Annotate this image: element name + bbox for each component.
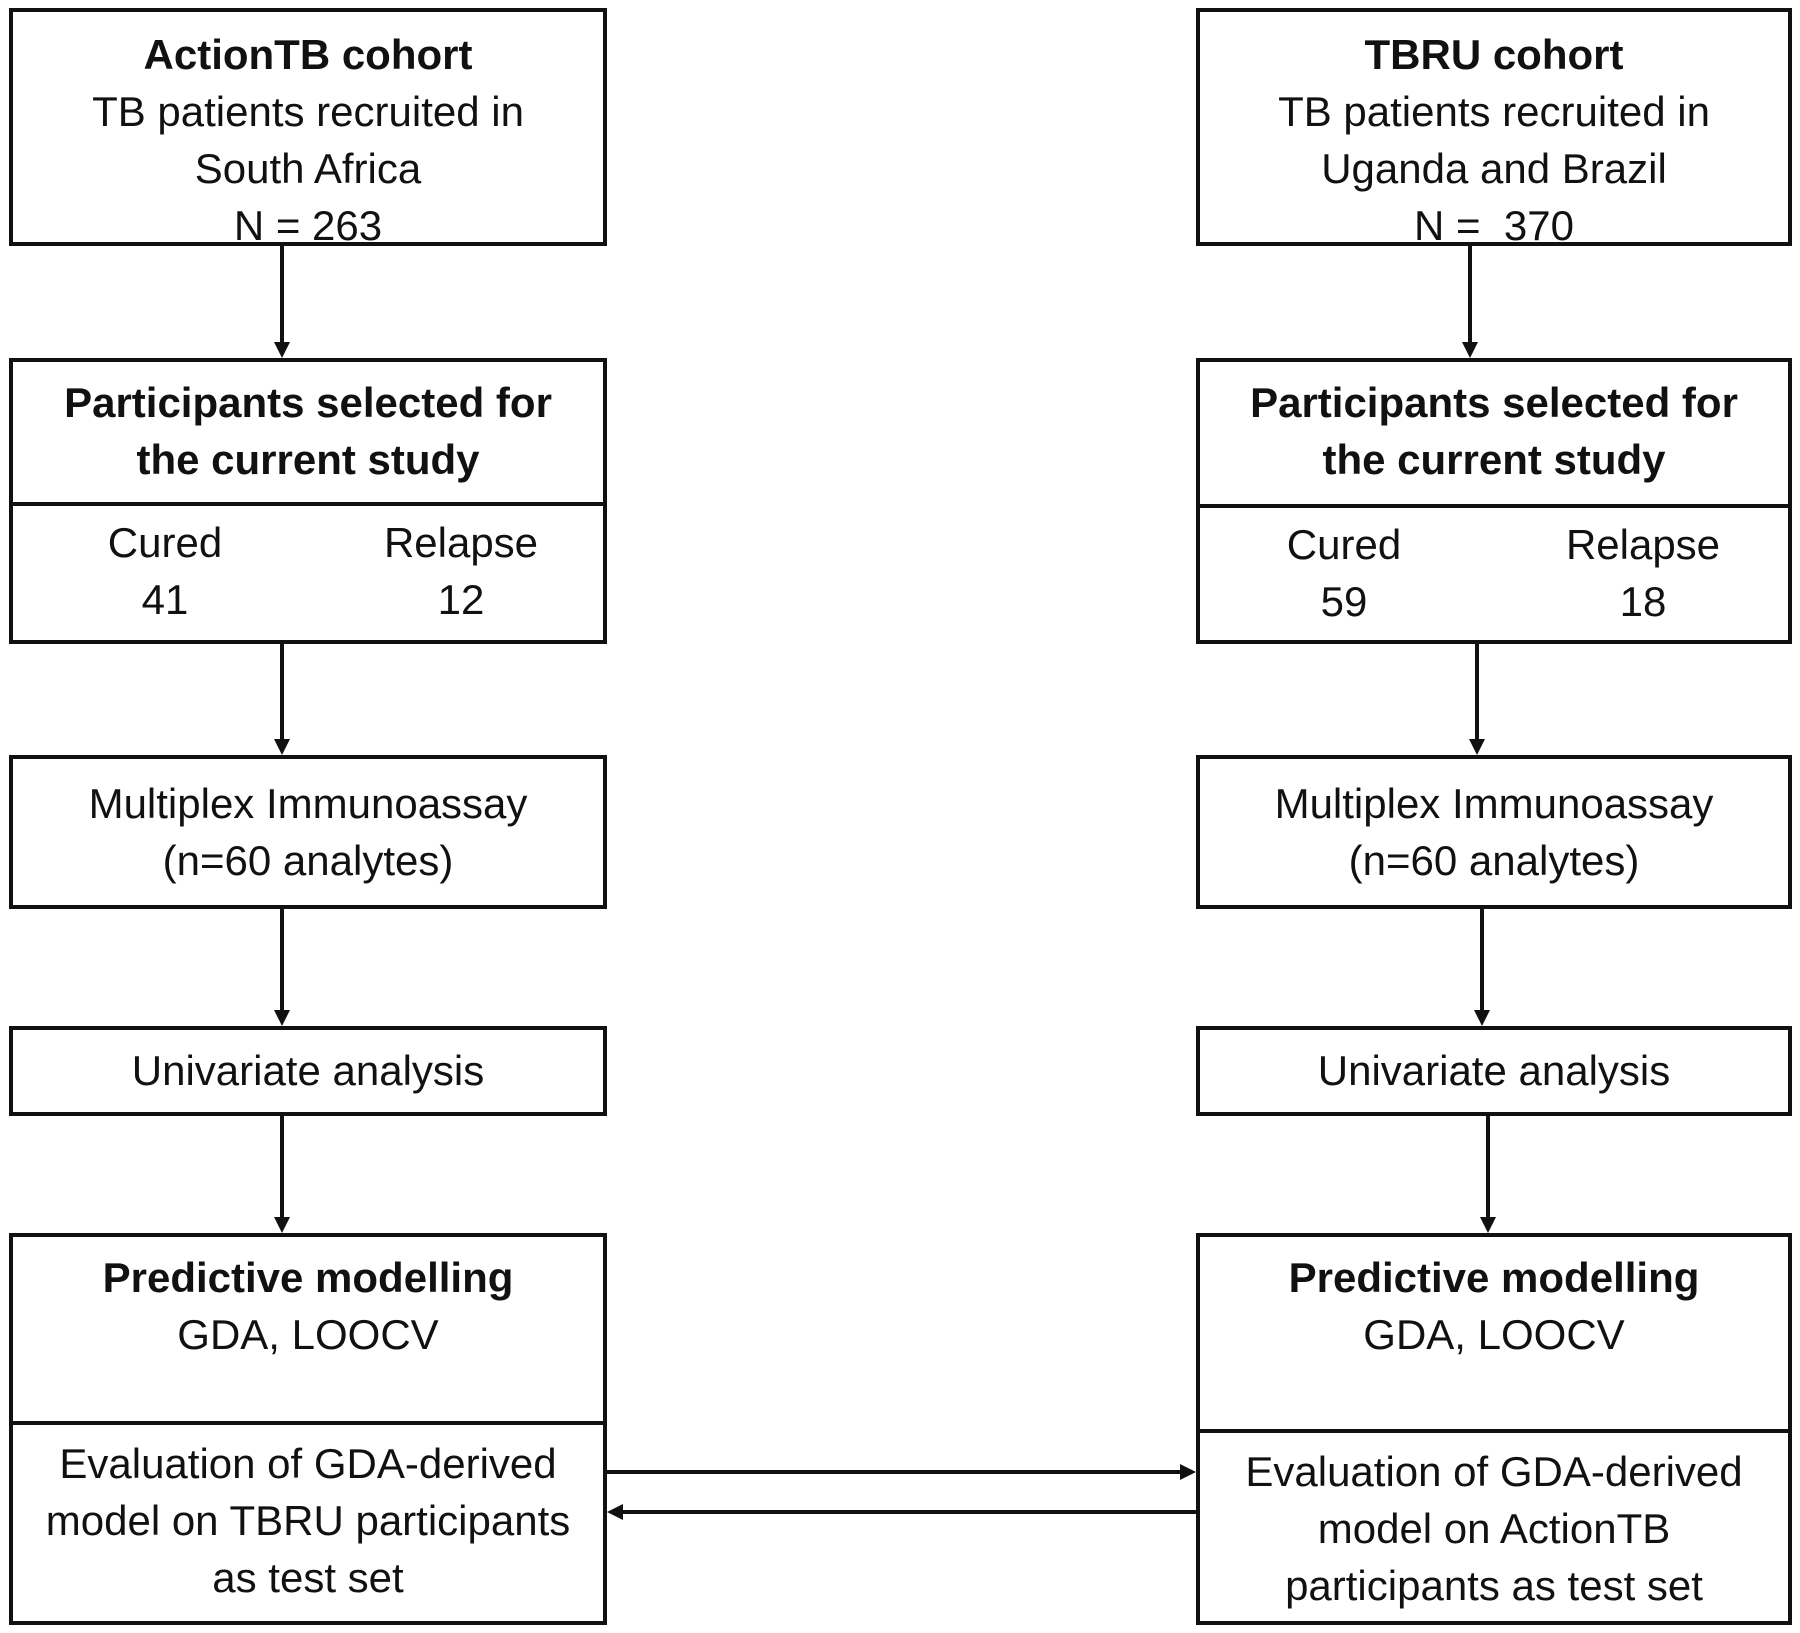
evaluation-line1: Evaluation of GDA-derived: [59, 1440, 557, 1487]
modelling-title: Predictive modelling: [1288, 1254, 1700, 1301]
evaluation-line2: model on ActionTB: [1317, 1505, 1671, 1552]
cured-group: Cured 59: [1244, 516, 1444, 630]
arrow-left-selected-to-assay: [274, 644, 290, 755]
selected-title-line1: Participants selected for: [64, 379, 552, 426]
univariate-label: Univariate analysis: [131, 1047, 485, 1094]
actiontb-assay-box: Multiplex Immunoassay (n=60 analytes): [9, 755, 607, 909]
actiontb-univariate-box: Univariate analysis: [9, 1026, 607, 1116]
arrow-right-cohort-to-selected: [1462, 246, 1478, 358]
arrow-right-assay-to-univariate: [1474, 909, 1490, 1026]
arrow-left-cohort-to-selected: [274, 246, 290, 358]
modelling-divider: [13, 1421, 603, 1425]
relapse-value: 18: [1619, 578, 1667, 625]
actiontb-modelling-box: Predictive modelling GDA, LOOCV Evaluati…: [9, 1233, 607, 1625]
modelling-divider: [1200, 1429, 1788, 1433]
relapse-group: Relapse 18: [1543, 516, 1743, 630]
modelling-method: GDA, LOOCV: [177, 1311, 439, 1358]
assay-line2: (n=60 analytes): [1348, 837, 1640, 884]
cohort-count: N = 370: [1414, 202, 1574, 249]
cured-value: 59: [1320, 578, 1368, 625]
cured-label: Cured: [1286, 521, 1402, 568]
cured-label: Cured: [107, 519, 223, 566]
cohort-country: Uganda and Brazil: [1321, 145, 1667, 192]
tbru-selected-box: Participants selected for the current st…: [1196, 358, 1792, 644]
cohort-country: South Africa: [194, 145, 422, 192]
cured-group: Cured 41: [65, 514, 265, 628]
cured-value: 41: [141, 576, 189, 623]
cohort-title: ActionTB cohort: [143, 31, 473, 78]
relapse-label: Relapse: [383, 519, 539, 566]
selected-divider: [13, 502, 603, 506]
arrow-left-assay-to-univariate: [274, 909, 290, 1026]
evaluation-line3: participants as test set: [1285, 1562, 1703, 1609]
tbru-assay-box: Multiplex Immunoassay (n=60 analytes): [1196, 755, 1792, 909]
relapse-value: 12: [437, 576, 485, 623]
selected-title-line1: Participants selected for: [1250, 379, 1738, 426]
relapse-label: Relapse: [1565, 521, 1721, 568]
modelling-title: Predictive modelling: [102, 1254, 514, 1301]
relapse-group: Relapse 12: [361, 514, 561, 628]
arrow-left-to-right-evaluation: [607, 1464, 1196, 1480]
actiontb-selected-box: Participants selected for the current st…: [9, 358, 607, 644]
assay-line1: Multiplex Immunoassay: [1274, 780, 1714, 827]
arrow-right-to-left-evaluation: [607, 1504, 1196, 1520]
tbru-cohort-box: TBRU cohort TB patients recruited in Uga…: [1196, 8, 1792, 249]
arrow-right-selected-to-assay: [1469, 644, 1485, 755]
tbru-modelling-box: Predictive modelling GDA, LOOCV Evaluati…: [1196, 1233, 1792, 1625]
arrow-left-univariate-to-modelling: [274, 1116, 290, 1233]
cohort-count: N = 263: [233, 202, 383, 249]
univariate-label: Univariate analysis: [1317, 1047, 1671, 1094]
evaluation-line1: Evaluation of GDA-derived: [1245, 1448, 1743, 1495]
tbru-univariate-box: Univariate analysis: [1196, 1026, 1792, 1116]
cohort-title: TBRU cohort: [1364, 31, 1624, 78]
evaluation-line2: model on TBRU participants: [45, 1497, 571, 1544]
selected-title-line2: the current study: [136, 436, 480, 483]
assay-line1: Multiplex Immunoassay: [88, 780, 528, 827]
selected-title-line2: the current study: [1322, 436, 1666, 483]
evaluation-line3: as test set: [212, 1554, 404, 1601]
assay-line2: (n=60 analytes): [162, 837, 454, 884]
cohort-description: TB patients recruited in: [92, 88, 524, 135]
modelling-method: GDA, LOOCV: [1363, 1311, 1625, 1358]
cohort-description: TB patients recruited in: [1278, 88, 1710, 135]
selected-divider: [1200, 504, 1788, 508]
actiontb-cohort-box: ActionTB cohort TB patients recruited in…: [9, 8, 607, 249]
arrow-right-univariate-to-modelling: [1480, 1116, 1496, 1233]
